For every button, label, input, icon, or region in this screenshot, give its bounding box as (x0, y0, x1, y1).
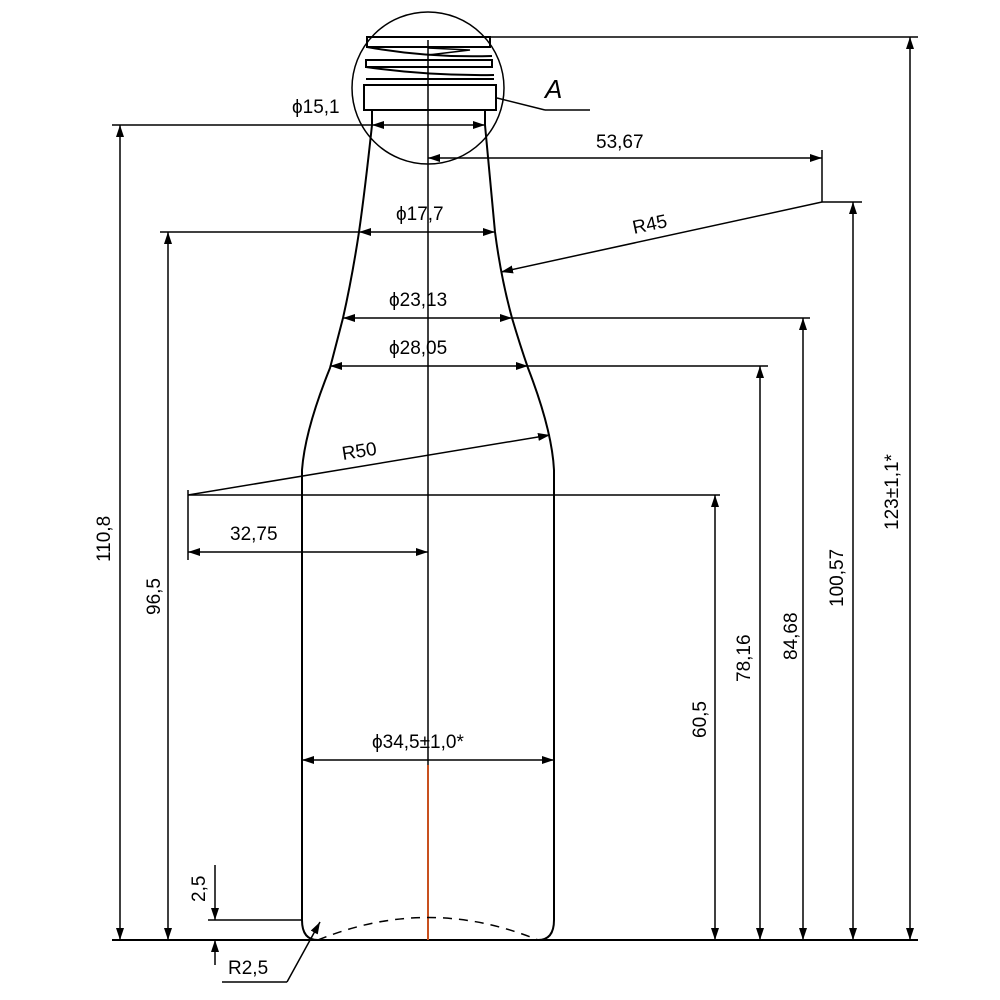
dim-label-shoulder-diameter-2: ϕ28,05 (389, 338, 447, 359)
detail-circle-a (351, 11, 505, 165)
dim-label-height-100: 100,57 (827, 549, 848, 607)
detail-leader-a (496, 97, 546, 111)
dim-label-height-84: 84,68 (781, 612, 802, 660)
dim-label-body-offset: 32,75 (230, 524, 278, 545)
dim-label-height-60: 60,5 (690, 701, 711, 738)
detail-label-a: A (543, 74, 562, 104)
dim-line-body-radius (187, 433, 551, 496)
dim-label-neck-offset: 53,67 (596, 132, 644, 153)
dim-label-body-radius: R50 (340, 439, 378, 465)
bottle-outline-right (484, 124, 555, 941)
dim-label-height-110: 110,8 (94, 516, 115, 562)
dim-label-base-radius: R2,5 (228, 958, 268, 979)
bottle-bottom-dashed (317, 916, 539, 941)
dim-label-neck-radius: R45 (631, 211, 669, 239)
bottle-finish-threads (363, 36, 497, 125)
dim-label-shoulder-diameter-1: ϕ23,13 (389, 290, 447, 311)
dim-label-height-78: 78,16 (734, 634, 755, 682)
dim-label-height-96: 96,5 (144, 578, 165, 615)
dim-label-body-diameter: ϕ34,5±1,0* (372, 732, 464, 753)
dim-label-neck-diameter: ϕ15,1 (292, 97, 340, 118)
dim-line-neck-radius (500, 201, 823, 274)
dim-line-base-radius (286, 921, 321, 983)
dim-label-base-height: 2,5 (189, 876, 210, 902)
dim-label-total-height: 123±1,1* (882, 453, 903, 530)
dim-label-upper-diameter: ϕ17,7 (396, 204, 444, 225)
bottle-outline-left (301, 124, 373, 941)
